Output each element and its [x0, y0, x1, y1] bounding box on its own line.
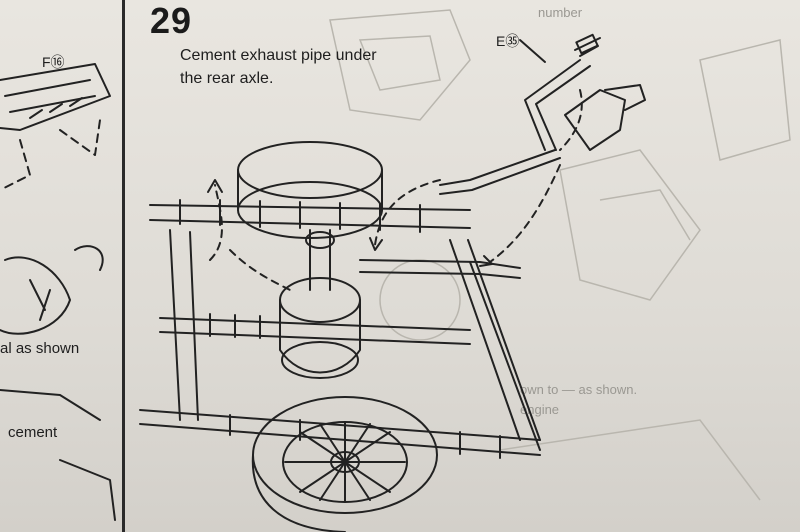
step-number: 29: [150, 0, 193, 41]
instruction-line-2: the rear axle.: [180, 70, 274, 87]
left-note-shown: al as shown: [0, 340, 80, 357]
column-divider: [122, 0, 125, 532]
instruction-line-1: Cement exhaust pipe under: [180, 47, 377, 64]
part-label-f16: F⑯: [42, 54, 65, 70]
instruction-text: Cement exhaust pipe under the rear axle.: [180, 44, 480, 90]
faint-text-top: number: [538, 5, 583, 20]
part-label-e35: E㉟: [496, 33, 520, 49]
faint-text-right-1: own to — as shown.: [520, 382, 638, 397]
left-part-drawing: [0, 63, 116, 521]
left-note-cement: cement: [8, 424, 58, 441]
